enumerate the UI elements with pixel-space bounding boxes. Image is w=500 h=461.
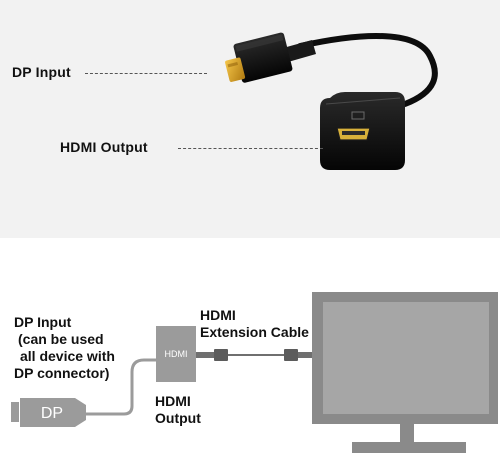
hdmi-adapter-box [156,326,196,382]
extension-cable-label: HDMI Extension Cable [200,307,309,341]
dp-source-label: DP Input (can be used all device with DP… [14,314,115,382]
strain-relief [283,40,316,62]
adapter-cable [297,33,438,107]
hdmi-output-leader-line [178,148,323,149]
dp-connector [225,32,293,83]
dp-input-callout: DP Input [12,64,71,80]
dp-to-adapter-cable [86,358,156,416]
dp-source-label-line3: all device with [20,348,115,364]
hdmi-output-label-line1: HDMI [155,393,191,409]
hdmi-output-callout: HDMI Output [60,139,148,155]
extension-cable-label-line1: HDMI [200,307,236,323]
product-photo-panel: DP Input HDMI Output [0,0,500,238]
hdmi-extension-cable [196,349,312,361]
dp-source-label-line1: DP Input [14,314,72,330]
monitor-icon [312,292,498,453]
hdmi-output-label-line2: Output [155,410,201,426]
adapter-photo [225,32,438,170]
hdmi-output-label: HDMI Output [155,393,201,427]
adapter-housing [320,92,405,170]
dp-source-label-line4: DP connector) [14,365,110,381]
dp-plug [11,398,86,427]
dp-plug-label: DP [41,405,63,422]
dp-source-label-line2: (can be used [18,331,104,347]
dp-input-leader-line [85,73,207,74]
hdmi-adapter-box-label: HDMI [165,349,188,359]
extension-cable-label-line2: Extension Cable [200,324,309,340]
